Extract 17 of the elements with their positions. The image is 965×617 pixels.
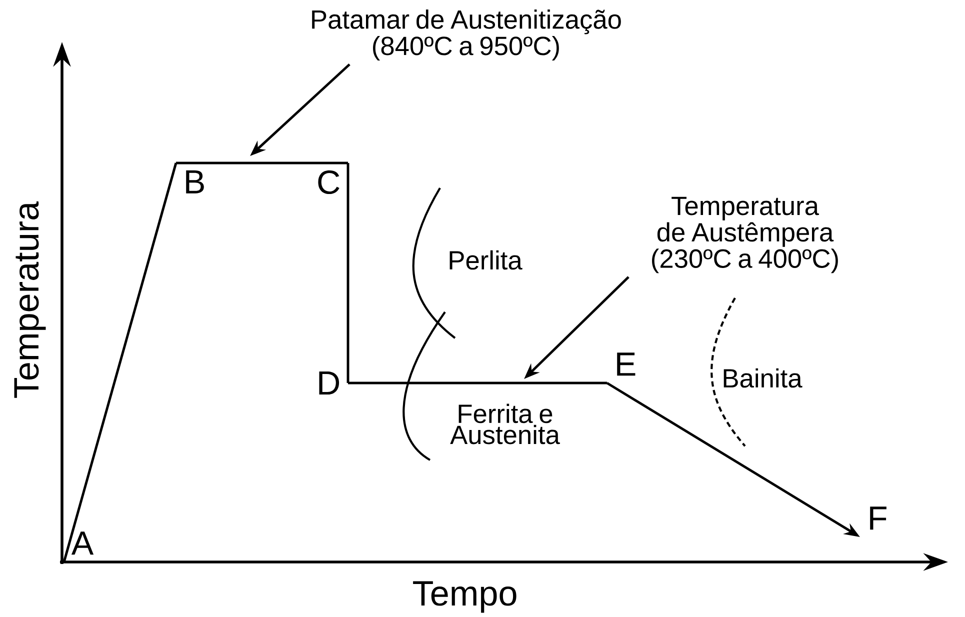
point-letter: C	[318, 170, 340, 194]
region-label: Ferrita e Austenita	[450, 404, 560, 444]
region-label: Bainita	[724, 368, 802, 388]
point-letter: D	[319, 372, 340, 394]
line-segment	[176, 162, 348, 164]
axis-label: Tempo	[413, 581, 516, 613]
callout-text: Patamar de Austenitização (840ºC a 950ºC)	[312, 10, 621, 60]
axis-label: Temperatura	[14, 201, 46, 398]
point-letter: B	[186, 170, 204, 194]
callout-text: Temperatura de Austêmpera (230ºC a 400ºC)	[652, 196, 838, 274]
point-letter: A	[71, 532, 94, 555]
point-letter: E	[617, 352, 636, 376]
point-letter: F	[870, 506, 886, 530]
line-segment	[348, 382, 607, 384]
region-label: Perlita	[450, 250, 522, 270]
line-segment	[346, 163, 350, 383]
line-segment	[62, 162, 178, 562]
